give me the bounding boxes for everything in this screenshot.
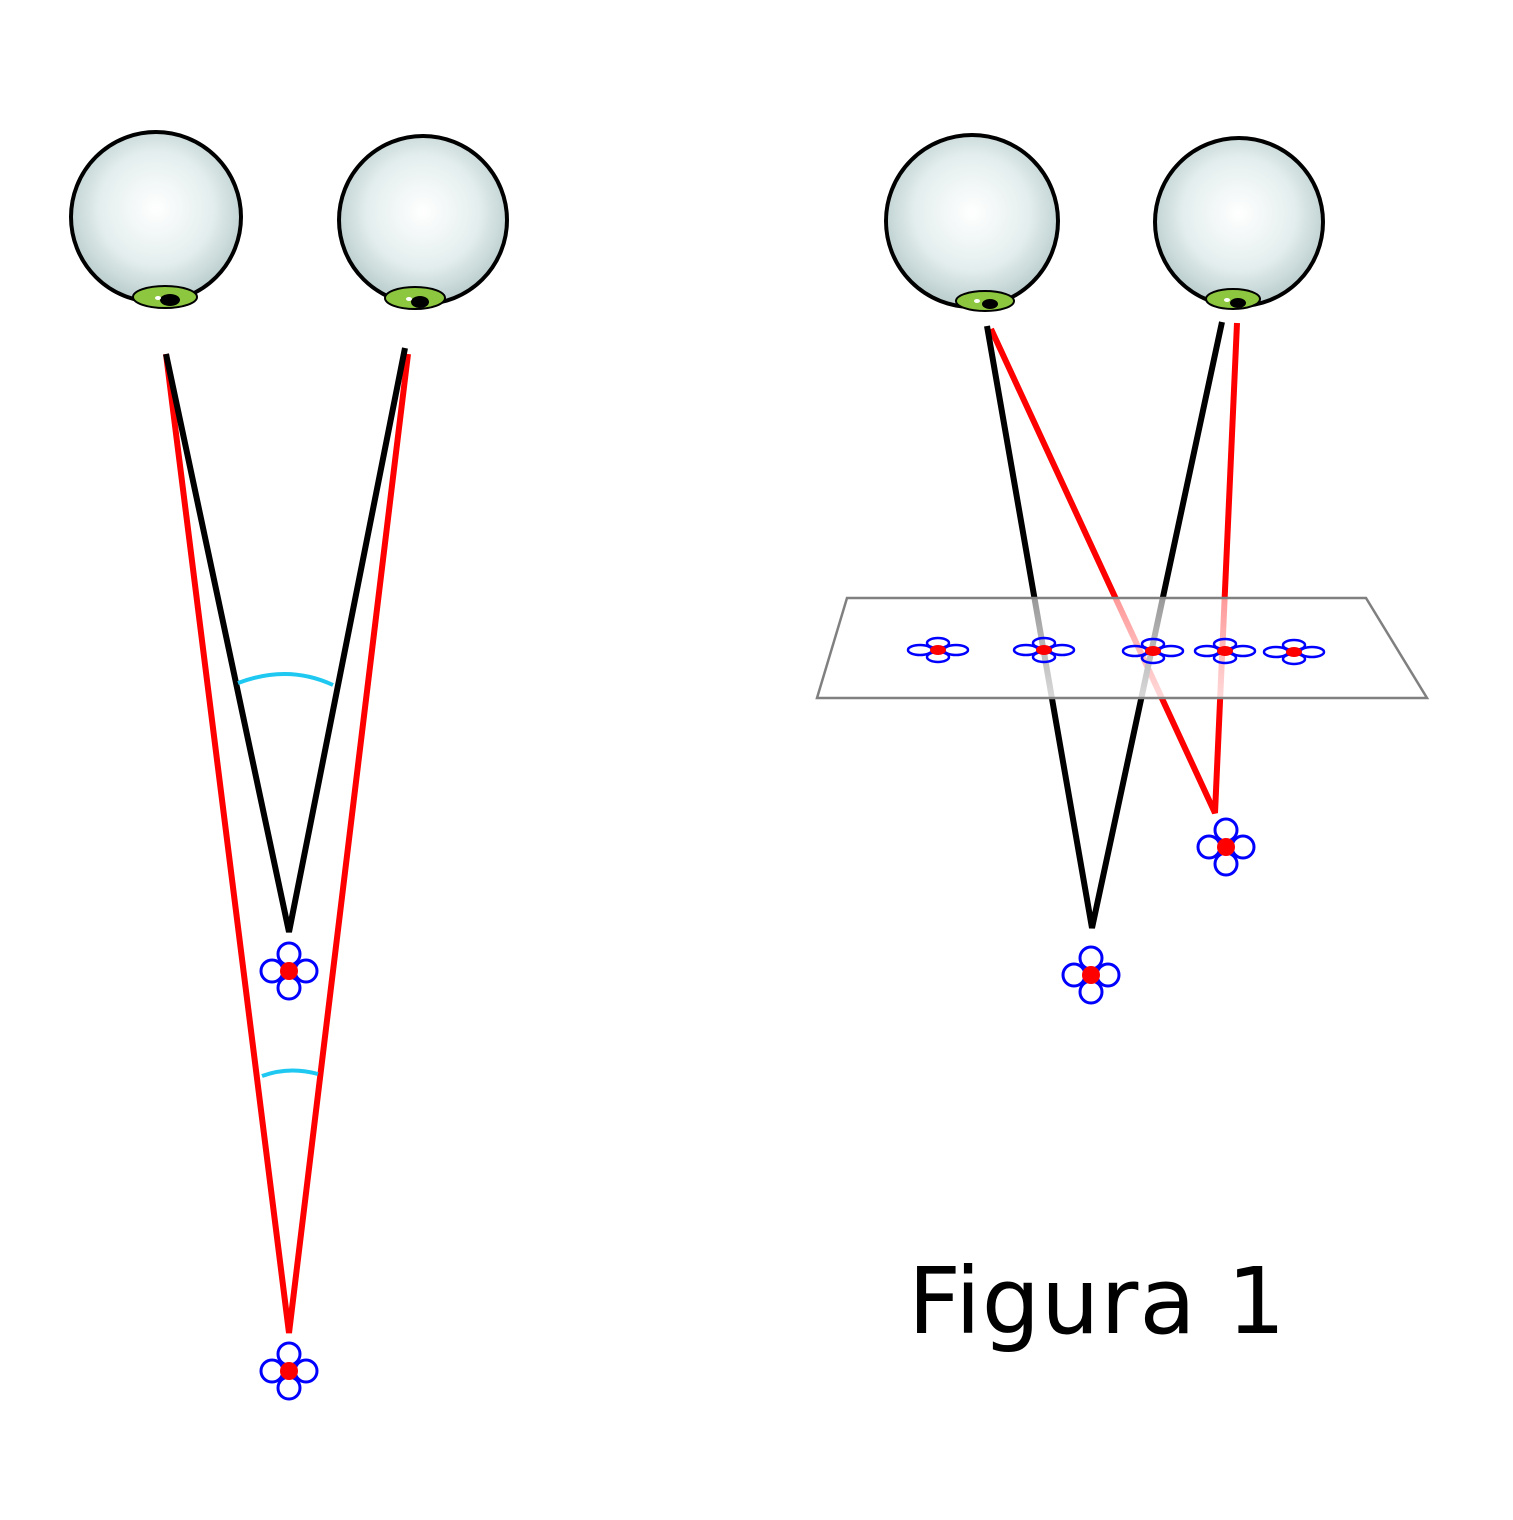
right-eye-icon-2 <box>1153 136 1325 310</box>
figure-caption: Figura 1 <box>908 1248 1287 1355</box>
far-target-flower-icon-2 <box>1196 817 1256 877</box>
left-eye-icon <box>69 130 243 309</box>
near-line-of-sight-2 <box>984 321 1225 929</box>
near-target-flower-icon <box>259 941 319 1001</box>
far-angle-arc <box>261 1068 319 1078</box>
far-line-of-sight <box>163 353 411 1334</box>
far-target-flower-icon <box>259 1341 319 1401</box>
near-target-flower-icon-2 <box>1061 945 1121 1005</box>
stereogram-diagram <box>815 133 1430 1005</box>
near-angle-arc <box>237 671 334 687</box>
right-eye-icon <box>337 134 509 310</box>
left-eye-icon-2 <box>884 133 1060 312</box>
picture-plane <box>815 596 1430 700</box>
near-line-of-sight <box>163 347 408 933</box>
convergence-diagram <box>69 130 509 1401</box>
far-line-of-sight-2 <box>988 322 1240 815</box>
